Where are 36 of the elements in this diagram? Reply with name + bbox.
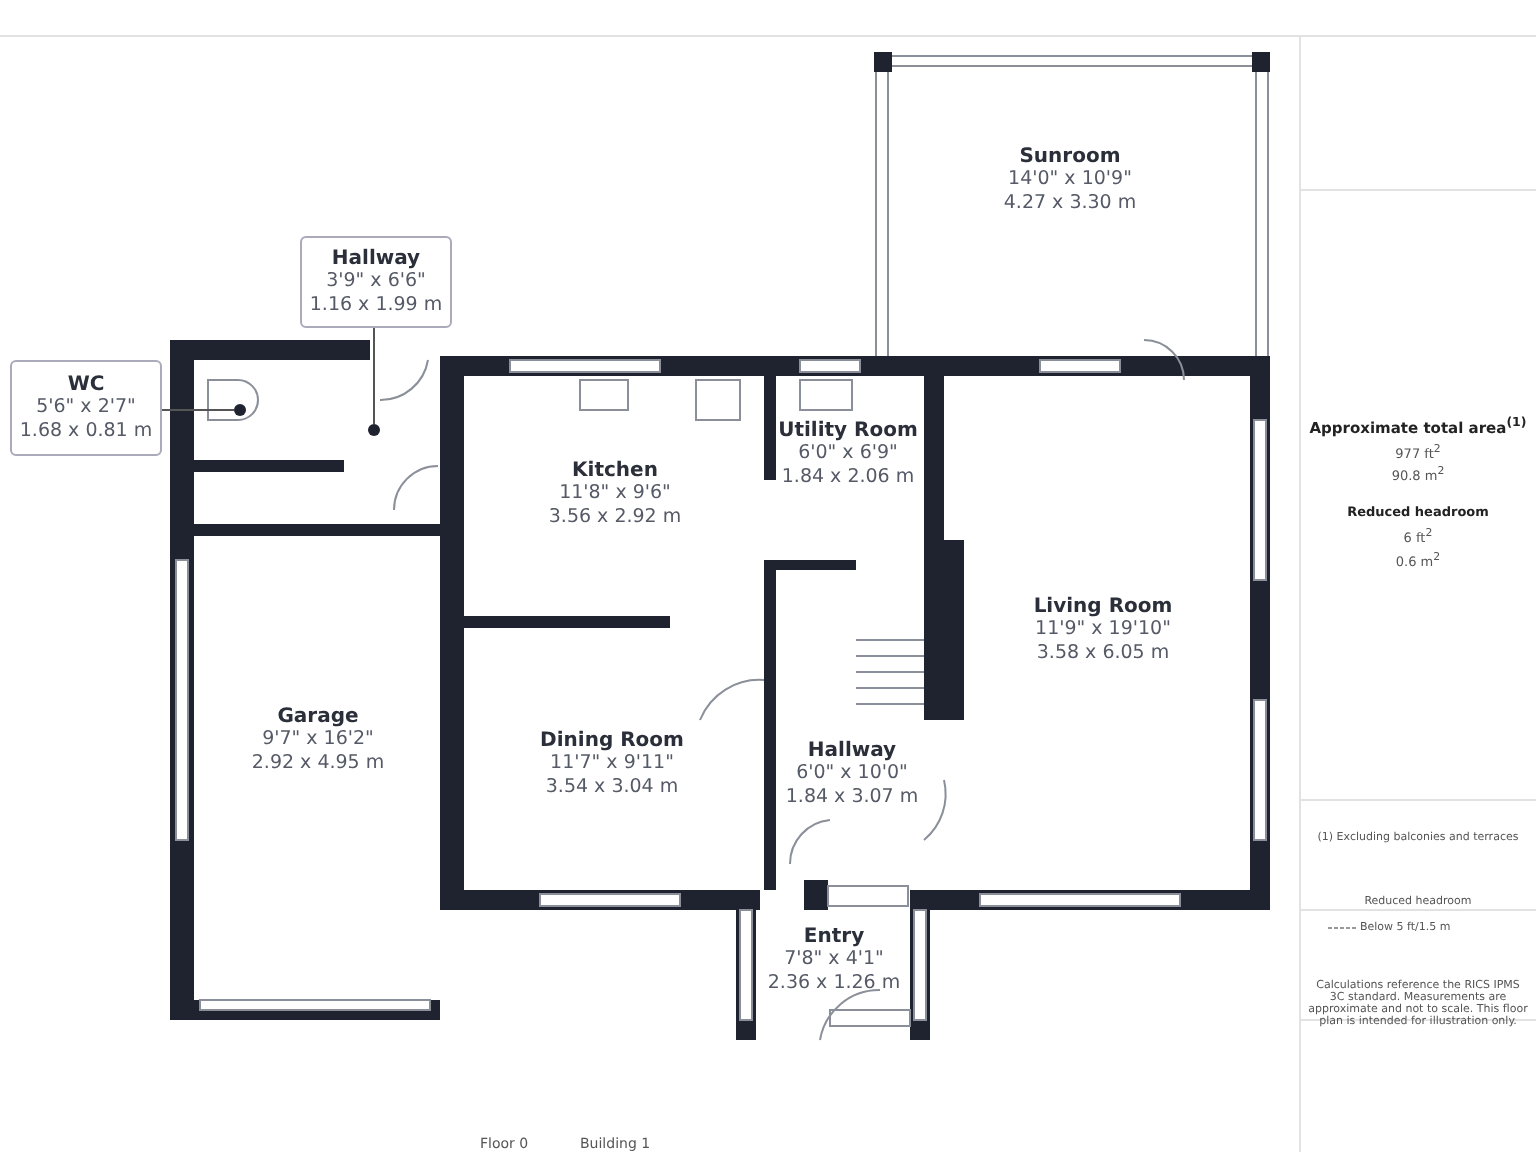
room-name: WC bbox=[67, 373, 105, 395]
room-dimensions: 11'9" x 19'10" bbox=[1035, 617, 1171, 641]
room-dimensions: 2.92 x 4.95 m bbox=[251, 751, 385, 775]
room-dimensions: 11'7" x 9'11" bbox=[550, 752, 674, 776]
room-dimensions: 3'9" x 6'6" bbox=[326, 269, 426, 293]
room-dimensions: 5'6" x 2'7" bbox=[36, 395, 136, 419]
room-dimensions: 7'8" x 4'1" bbox=[784, 948, 884, 972]
room-name: Entry bbox=[803, 926, 865, 948]
room-name: Utility Room bbox=[778, 420, 918, 442]
room-dimensions: 2.36 x 1.26 m bbox=[767, 972, 901, 996]
marker-dot bbox=[234, 404, 246, 416]
room-dimensions: 11'8" x 9'6" bbox=[559, 482, 671, 506]
room-name: Kitchen bbox=[572, 460, 658, 482]
marker-dot bbox=[368, 424, 380, 436]
room-dimensions: 3.58 x 6.05 m bbox=[1036, 641, 1170, 665]
room-dimensions: 3.54 x 3.04 m bbox=[545, 776, 679, 800]
room-dimensions: 6'0" x 10'0" bbox=[796, 762, 908, 786]
room-dimensions: 6'0" x 6'9" bbox=[798, 442, 898, 466]
room-callout-box bbox=[10, 360, 162, 456]
room-dimensions: 3.56 x 2.92 m bbox=[548, 506, 682, 530]
leader-line bbox=[157, 409, 235, 411]
room-dimensions: 1.84 x 3.07 m bbox=[785, 786, 919, 810]
room-dimensions: 1.84 x 2.06 m bbox=[781, 466, 915, 490]
room-dimensions: 4.27 x 3.30 m bbox=[1003, 191, 1137, 215]
room-dimensions: 14'0" x 10'9" bbox=[1008, 167, 1132, 191]
leader-line bbox=[373, 323, 375, 425]
room-name: Sunroom bbox=[1019, 145, 1121, 167]
room-callout-box bbox=[300, 236, 452, 328]
room-name: Hallway bbox=[331, 247, 421, 269]
room-name: Garage bbox=[277, 705, 359, 727]
room-dimensions: 1.16 x 1.99 m bbox=[309, 293, 443, 317]
room-dimensions: 1.68 x 0.81 m bbox=[19, 419, 153, 443]
room-name: Living Room bbox=[1033, 595, 1173, 617]
room-name: Dining Room bbox=[540, 730, 684, 752]
room-name: Hallway bbox=[807, 740, 897, 762]
room-dimensions: 9'7" x 16'2" bbox=[262, 727, 374, 751]
